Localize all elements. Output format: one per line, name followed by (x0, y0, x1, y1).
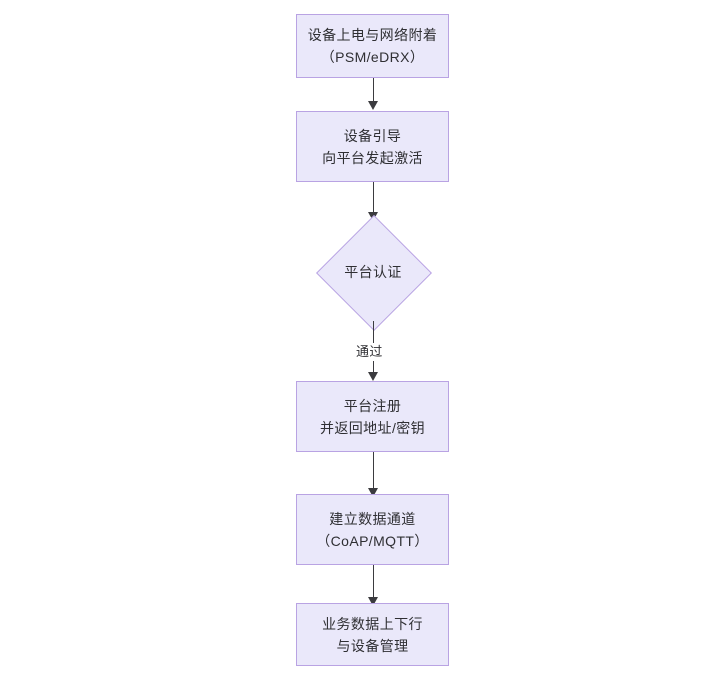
arrowhead-data-channel (368, 488, 378, 497)
node-power-on-line2: （PSM/eDRX） (320, 49, 425, 65)
node-bootstrap[interactable]: 设备引导 向平台发起激活 (296, 111, 449, 182)
node-platform-register-line2: 并返回地址/密钥 (319, 419, 426, 436)
node-platform-register-line1: 平台注册 (343, 397, 402, 414)
node-service-data-line1: 业务数据上下行 (322, 615, 423, 632)
node-power-on[interactable]: 设备上电与网络附着 （PSM/eDRX） (296, 14, 449, 78)
connector-channel-to-service (372, 565, 374, 601)
node-service-data-line2: 与设备管理 (336, 637, 409, 654)
arrowhead-platform-register (368, 372, 378, 381)
connector-bootstrap-to-auth (372, 182, 374, 214)
node-bootstrap-line1: 设备引导 (343, 127, 402, 144)
node-service-data[interactable]: 业务数据上下行 与设备管理 (296, 603, 449, 666)
node-bootstrap-line2: 向平台发起激活 (322, 149, 423, 166)
edge-label-pass: 通过 (353, 343, 386, 361)
node-platform-auth-label: 平台认证 (344, 264, 402, 280)
node-data-channel-line2: （CoAP/MQTT） (316, 532, 429, 549)
connector-register-to-channel (372, 452, 374, 490)
node-data-channel-line1: 建立数据通道 (329, 510, 416, 527)
arrowhead-bootstrap (368, 101, 378, 110)
node-platform-auth[interactable]: 平台认证 (316, 215, 432, 331)
arrowhead-service-data (368, 597, 378, 606)
node-data-channel[interactable]: 建立数据通道 （CoAP/MQTT） (296, 494, 449, 565)
node-power-on-line1: 设备上电与网络附着 (307, 27, 438, 43)
node-platform-register[interactable]: 平台注册 并返回地址/密钥 (296, 381, 449, 452)
connector-power-on-to-bootstrap (372, 78, 374, 102)
